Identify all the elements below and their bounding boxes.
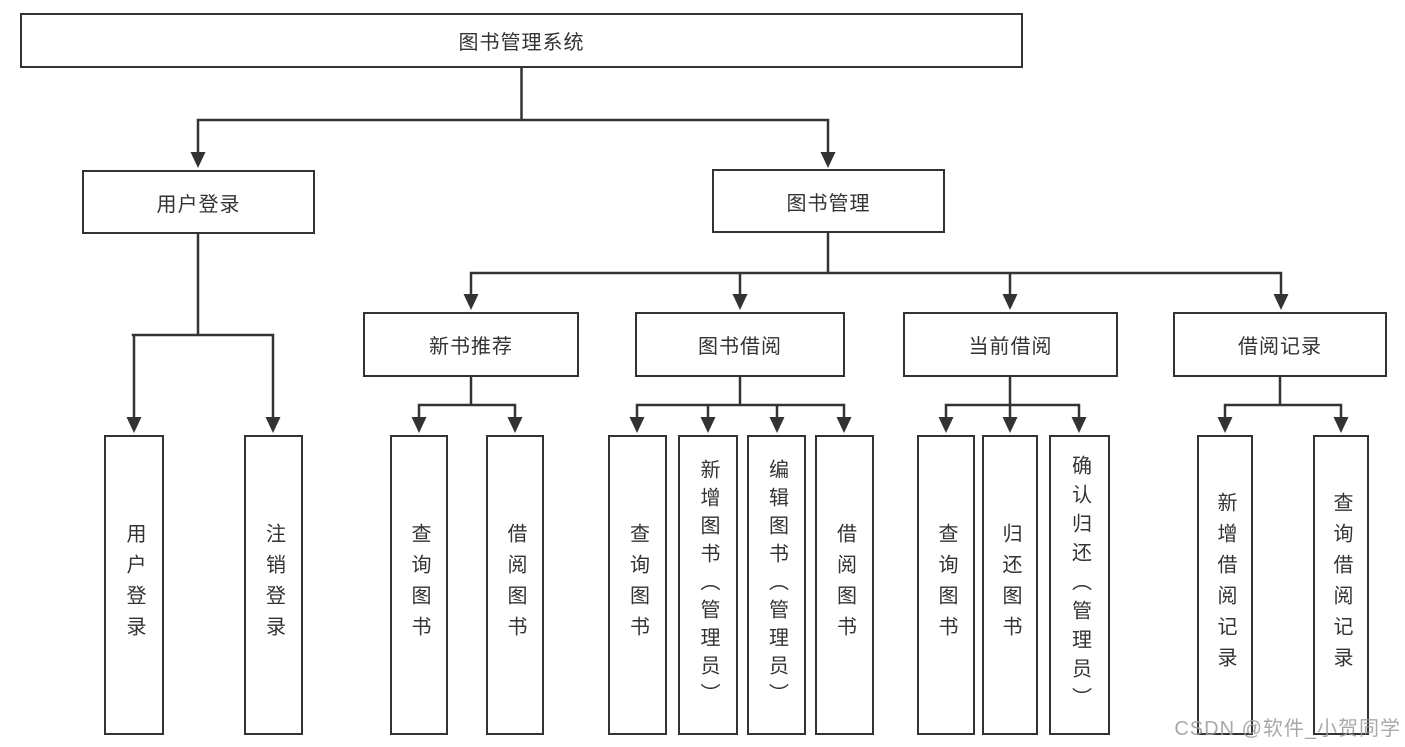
- leaf-rec-query-books-label: 查询图书: [408, 523, 430, 647]
- leaf-br-query-record: 查询借阅记录: [1313, 435, 1369, 735]
- leaf-bb-add-books-admin: 新增图书（管理员）: [678, 435, 738, 735]
- leaf-cb-confirm-return-admin-label: 确认归还（管理员）: [1068, 454, 1091, 716]
- leaf-br-query-record-label: 查询借阅记录: [1330, 492, 1352, 678]
- node-current-borrowing: 当前借阅: [903, 312, 1118, 377]
- leaf-cb-query-books-label: 查询图书: [935, 523, 957, 647]
- leaf-user-login: 用户登录: [104, 435, 164, 735]
- leaf-logout-label: 注销登录: [262, 523, 285, 647]
- node-book-borrowing-label: 图书借阅: [698, 336, 782, 358]
- leaf-bb-add-books-admin-label: 新增图书（管理员）: [697, 459, 719, 711]
- leaf-cb-query-books: 查询图书: [917, 435, 975, 735]
- leaf-cb-return-books: 归还图书: [982, 435, 1038, 735]
- leaf-bb-borrow-books: 借阅图书: [815, 435, 874, 735]
- leaf-rec-borrow-books: 借阅图书: [486, 435, 544, 735]
- node-library-management-system: 图书管理系统: [20, 13, 1023, 68]
- node-book-management: 图书管理: [712, 169, 945, 233]
- leaf-bb-query-books: 查询图书: [608, 435, 667, 735]
- leaf-rec-query-books: 查询图书: [390, 435, 448, 735]
- node-user-login-label: 用户登录: [156, 193, 241, 216]
- node-new-book-recommendation: 新书推荐: [363, 312, 579, 377]
- csdn-watermark: CSDN @软件_小贺同学: [1174, 718, 1401, 740]
- leaf-bb-query-books-label: 查询图书: [626, 523, 649, 647]
- leaf-rec-borrow-books-label: 借阅图书: [504, 523, 526, 647]
- node-current-borrowing-label: 当前借阅: [968, 336, 1053, 358]
- leaf-cb-return-books-label: 归还图书: [999, 523, 1021, 647]
- leaf-br-add-record-label: 新增借阅记录: [1214, 492, 1236, 678]
- node-book-management-label: 图书管理: [786, 192, 871, 215]
- node-user-login: 用户登录: [82, 170, 315, 234]
- node-library-management-system-label: 图书管理系统: [458, 32, 585, 54]
- leaf-bb-borrow-books-label: 借阅图书: [833, 523, 856, 647]
- leaf-cb-confirm-return-admin: 确认归还（管理员）: [1049, 435, 1110, 735]
- node-borrowing-records-label: 借阅记录: [1238, 336, 1322, 358]
- leaf-bb-edit-books-admin: 编辑图书（管理员）: [747, 435, 806, 735]
- node-new-book-recommendation-label: 新书推荐: [429, 336, 513, 358]
- node-borrowing-records: 借阅记录: [1173, 312, 1387, 377]
- leaf-logout: 注销登录: [244, 435, 303, 735]
- node-book-borrowing: 图书借阅: [635, 312, 845, 377]
- leaf-bb-edit-books-admin-label: 编辑图书（管理员）: [765, 459, 788, 711]
- leaf-user-login-label: 用户登录: [123, 523, 145, 647]
- leaf-br-add-record: 新增借阅记录: [1197, 435, 1253, 735]
